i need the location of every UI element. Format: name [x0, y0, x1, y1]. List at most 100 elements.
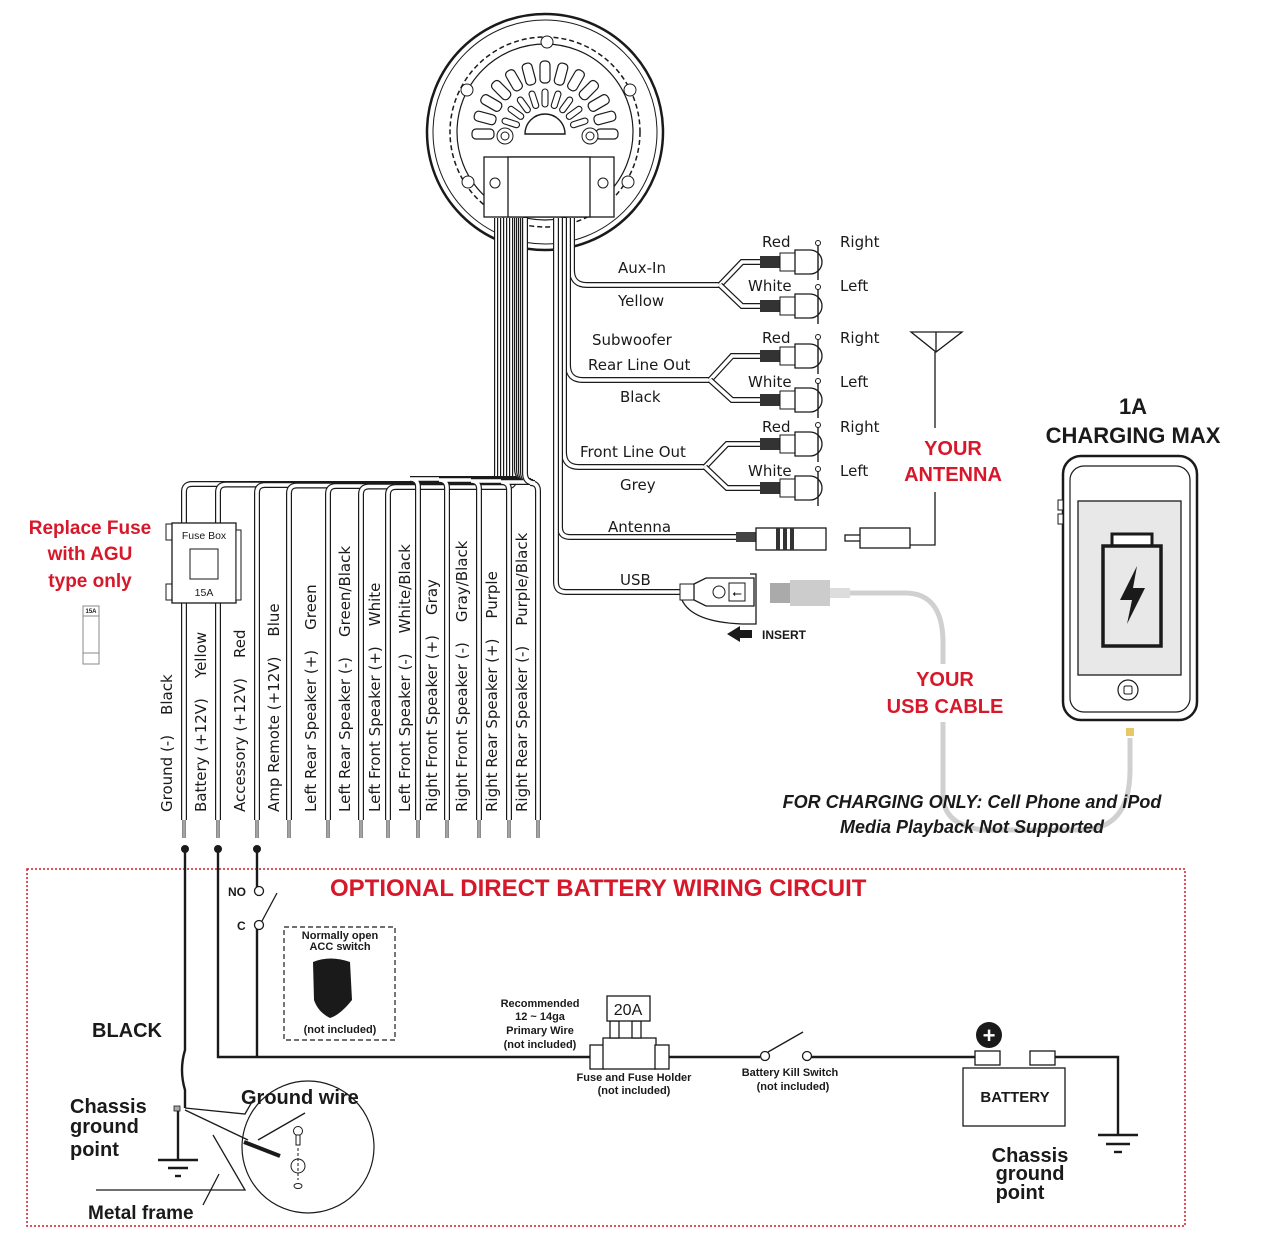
battery-charging-icon [1101, 532, 1163, 648]
wire-rec-4: (not included) [504, 1039, 577, 1051]
left-ground [96, 1080, 375, 1214]
rca-lead-core [718, 283, 760, 308]
acc-switch-label-1: Normally open [302, 930, 379, 942]
vent-slot [550, 90, 562, 110]
insert-label: INSERT [762, 628, 807, 642]
vent-slot [471, 128, 495, 140]
screw-icon [623, 83, 637, 97]
inline-fuse-holder [589, 995, 760, 1070]
screw-icon [540, 35, 554, 49]
harness-wire-function: Right Rear Speaker (-) [513, 646, 531, 812]
harness-wire-color: Gray [423, 579, 441, 615]
fuse-box-label: Fuse Box [182, 530, 227, 542]
chassis-left-1: Chassis [70, 1096, 147, 1118]
spare-fuse-rating: 15A [85, 609, 97, 615]
harness-wire-color: Yellow [192, 632, 210, 679]
spare-fuse-icon [82, 605, 100, 665]
battery-plus-sign: + [983, 1023, 996, 1048]
harness-wire-function: Accessory (+12V) [231, 678, 249, 812]
rca-grip [760, 350, 780, 362]
harness-wire-function: Left Front Speaker (-) [396, 653, 414, 812]
usb-cable [850, 590, 1133, 833]
charging-note-1: FOR CHARGING ONLY: Cell Phone and iPod [783, 792, 1163, 812]
rca-pin-head [815, 334, 821, 340]
plug-side: Left [840, 462, 868, 480]
circuit-wires [180, 845, 600, 1108]
vent-slot [569, 117, 589, 129]
aux-in-label: Aux-In [618, 259, 666, 277]
rca-plug-icon [794, 475, 823, 501]
usb-plug [770, 580, 850, 606]
vent-slot [473, 110, 497, 126]
screw-icon [621, 175, 635, 189]
fuse-note-2: with AGU [47, 544, 133, 565]
rca-lead-core [708, 378, 760, 402]
usb-lead-label: USB [620, 571, 651, 589]
charging-note-2: Media Playback Not Supported [840, 817, 1105, 837]
rca-collar [779, 478, 796, 498]
harness-wire-color: Green [302, 584, 320, 629]
screw-icon [460, 83, 474, 97]
vent-slot [490, 79, 512, 101]
rca-collar [779, 296, 796, 316]
vent-slot [595, 128, 619, 140]
positive-terminal-icon: + [976, 1022, 1002, 1048]
vent-slot [516, 96, 531, 114]
harness-wire-color: White [366, 583, 384, 627]
battery-label: BATTERY [980, 1089, 1049, 1106]
switch-terminal-c [253, 919, 265, 931]
vent-slot [521, 62, 537, 86]
plug-side: Right [840, 233, 880, 251]
fuse-note-3: type only [48, 571, 132, 592]
harness-wire-function: Right Front Speaker (-) [453, 642, 471, 812]
harness-wire-color: Black [158, 674, 176, 715]
plug-color: Red [762, 329, 791, 347]
rca-pin-head [815, 240, 821, 246]
rca-grip [760, 482, 780, 494]
optional-circuit-title: OPTIONAL DIRECT BATTERY WIRING CIRCUIT [330, 875, 867, 902]
plug-color: Red [762, 233, 791, 251]
harness-wire-function: Left Front Speaker (+) [366, 646, 384, 812]
rca-pin-head [815, 378, 821, 384]
wire-rec-2: 12 ~ 14ga [515, 1011, 566, 1023]
rca-grip [760, 256, 780, 268]
wire-rec-3: Primary Wire [506, 1025, 574, 1037]
vent-slots [471, 60, 619, 140]
antenna-lead-label: Antenna [608, 518, 671, 536]
vent-slot [578, 79, 600, 101]
plug-color: White [748, 277, 792, 295]
vent-slot [505, 69, 523, 92]
vent-slot [553, 62, 569, 86]
chassis-left-2: ground [70, 1116, 139, 1138]
usb-port: ⭠ [679, 573, 757, 625]
battery-kill-switch [759, 1031, 975, 1062]
rca-plug-icon [794, 293, 823, 319]
antenna-callout-2: ANTENNA [904, 464, 1002, 486]
rca-pin-head [815, 422, 821, 428]
screw-icon [461, 175, 475, 189]
rca-plug-icon [794, 387, 823, 413]
harness-wire-core [523, 218, 540, 820]
switch-c-label: C [237, 919, 246, 933]
harness-wire-function: Left Rear Speaker (+) [302, 650, 320, 812]
switch-no-label: NO [228, 885, 246, 899]
inline-fuse-rating: 20A [614, 1002, 643, 1019]
vent-slot [593, 110, 617, 126]
optional-circuit-frame [26, 868, 1186, 1227]
kill-switch-label-2: (not included) [757, 1081, 830, 1093]
acc-switch-label-2: ACC switch [309, 941, 370, 953]
harness-wire-color: Gray/Black [453, 540, 471, 622]
rca-pin-head [815, 466, 821, 472]
rca-lead-core [708, 354, 760, 382]
vent-slot [541, 88, 549, 108]
vent-slot [528, 90, 540, 110]
rca-collar [779, 252, 796, 272]
vent-slot [567, 69, 585, 92]
rca-connectors [702, 240, 823, 506]
harness-wire-color: Red [231, 630, 249, 659]
charging-title-1: 1A [1119, 394, 1147, 419]
harness-wire-color: Green/Black [336, 546, 354, 637]
plug-color: Red [762, 418, 791, 436]
